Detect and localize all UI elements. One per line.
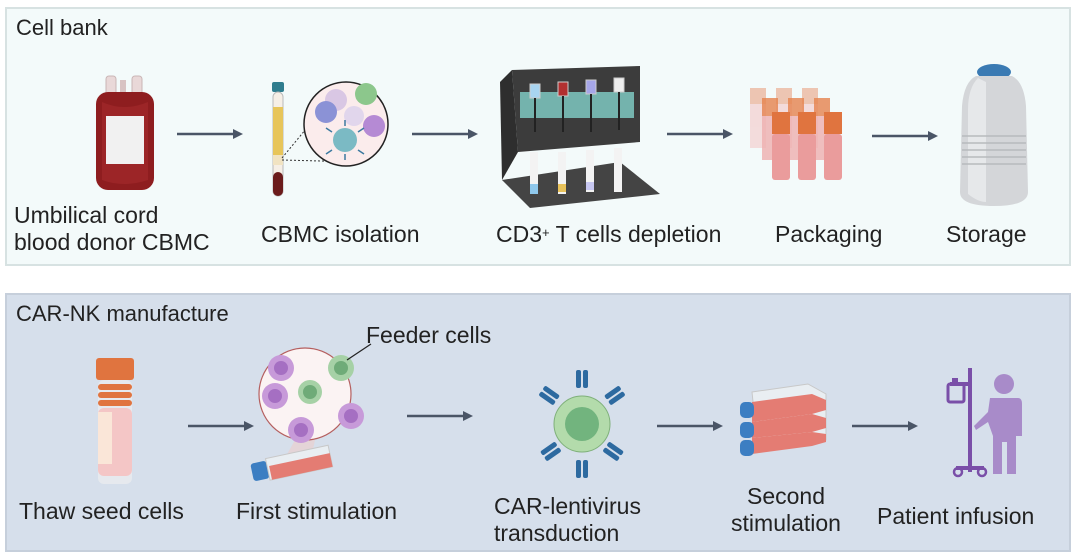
arrow-icon [667,129,733,139]
arrow-icon [412,129,478,139]
cell-bank-title: Cell bank [16,15,108,40]
arrow-icon [852,421,918,431]
stacked-flasks-icon [740,383,827,456]
blood-tube-with-cells-icon [272,81,389,197]
cryovials-icon [750,88,842,180]
arrow-icon [177,129,243,139]
car-nk-panel: CAR-NK manufacture [5,293,1071,552]
step-label-storage: Storage [946,221,1027,247]
step-label-cd3-depletion: CD3+ T cells depletion [496,221,722,247]
step-label-thaw-seed-cells: Thaw seed cells [19,498,184,524]
feeder-cells-annotation: Feeder cells [366,322,492,348]
arrow-icon [188,421,254,431]
dewar-tank-icon [960,64,1028,206]
flask-with-feeder-cells-icon [250,343,372,481]
cryovial-icon [96,358,134,484]
separation-rack-icon [500,66,660,208]
step-label-first-stimulation: First stimulation [236,498,398,524]
step-label-umbilical-cord: Umbilical cord blood donor CBMC [14,202,210,255]
step-label-car-lentivirus-transduction: CAR-lentivirus transduction [494,493,641,546]
step-label-cbmc-isolation: CBMC isolation [261,221,420,247]
car-nk-title: CAR-NK manufacture [16,301,229,326]
nk-cell-with-lentivirus-icon [539,370,625,478]
arrow-icon [407,411,473,421]
step-label-packaging: Packaging [775,221,883,247]
patient-iv-icon [946,368,1022,478]
blood-bag-icon [96,75,154,190]
arrow-icon [657,421,723,431]
step-label-patient-infusion: Patient infusion [877,503,1035,529]
step-label-second-stimulation: Second stimulation [731,483,841,536]
arrow-icon [872,131,938,141]
